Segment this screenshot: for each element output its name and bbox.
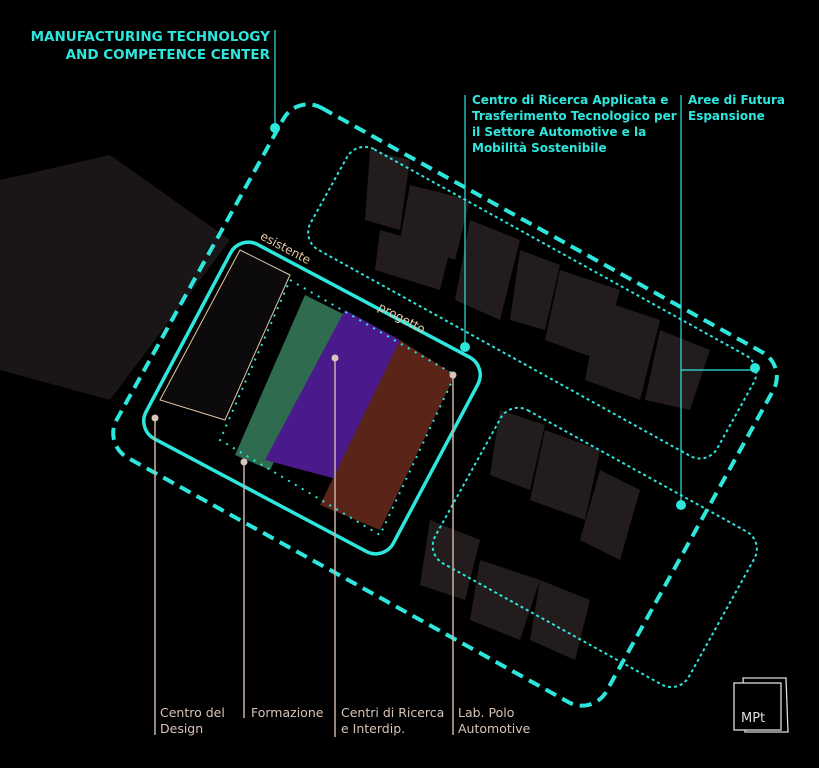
callout-lines <box>274 30 755 505</box>
future-area-lower <box>431 406 758 689</box>
label-training: Formazione <box>251 705 323 721</box>
brown-block <box>320 340 455 530</box>
purple-block <box>265 310 400 480</box>
callout-research: Centro di Ricerca Applicata e Trasferime… <box>472 92 677 156</box>
callout-line: Aree di Futura <box>688 93 785 107</box>
building-boundary <box>142 240 482 556</box>
logo-icon <box>733 677 789 733</box>
building <box>159 249 457 537</box>
callout-line: Centro di Ricerca Applicata e <box>472 93 669 107</box>
label-line: e Interdip. <box>341 721 406 736</box>
background-shape <box>0 155 230 400</box>
label-line: Centri di Ricerca <box>341 705 445 720</box>
label-dots <box>151 354 457 466</box>
title-line: MANUFACTURING TECHNOLOGY <box>30 29 270 45</box>
callout-future: Aree di Futura Espansione <box>688 92 785 124</box>
future-area-upper <box>307 145 758 460</box>
existing-wing <box>159 249 291 421</box>
label-lines <box>154 358 454 737</box>
label-line: Formazione <box>251 705 324 720</box>
logo-text: MPt <box>741 711 766 726</box>
label-line: Automotive <box>458 721 531 736</box>
callout-line: Mobilità Sostenibile <box>472 141 607 155</box>
callout-line: Trasferimento Tecnologico per <box>472 109 677 123</box>
title-line: AND COMPETENCE CENTER <box>65 47 270 63</box>
green-block <box>235 295 345 470</box>
site-boundary <box>111 102 779 708</box>
label-line: Centro del <box>160 705 225 720</box>
label-line: Design <box>160 721 204 736</box>
label-line: Lab. Polo <box>458 705 515 720</box>
title: MANUFACTURING TECHNOLOGY AND COMPETENCE … <box>20 28 270 64</box>
future-blocks <box>365 150 710 660</box>
callout-line: Espansione <box>688 109 765 123</box>
callout-line: il Settore Automotive e la <box>472 125 647 139</box>
callout-dots <box>270 123 760 510</box>
